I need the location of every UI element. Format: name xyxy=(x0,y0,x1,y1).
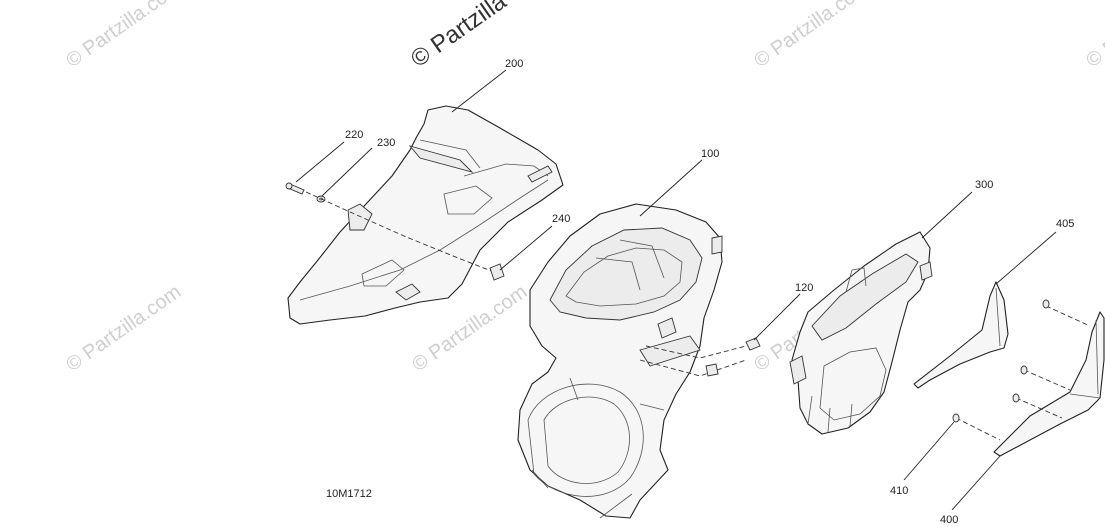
callout-220: 220 xyxy=(345,129,363,141)
callout-400: 400 xyxy=(940,514,958,526)
alignment-line xyxy=(639,345,747,377)
part-410-fastener xyxy=(952,299,1050,423)
callout-100: 100 xyxy=(701,148,719,160)
watermark-text: © Partzilla.com xyxy=(62,0,185,72)
part-200-cover xyxy=(287,105,564,325)
part-100-housing xyxy=(517,203,723,519)
callout-120: 120 xyxy=(795,282,813,294)
diagram-code: 10M1712 xyxy=(326,488,372,500)
watermark-main: © Partzilla xyxy=(406,0,512,73)
callout-200: 200 xyxy=(505,58,523,70)
part-405-panel xyxy=(913,281,1009,389)
alignment-line xyxy=(305,191,495,273)
callout-300: 300 xyxy=(975,179,993,191)
leader-lines xyxy=(295,69,1057,511)
callout-410: 410 xyxy=(890,485,908,497)
watermark-text: © Partzilla.com xyxy=(750,0,873,72)
watermark-text: © Partzilla.com xyxy=(62,281,185,376)
callout-230: 230 xyxy=(377,137,395,149)
watermark-text: © Partzilla.com xyxy=(1082,0,1105,72)
part-220-bolt xyxy=(285,182,305,195)
part-300-airbox xyxy=(789,231,933,435)
part-400-panel xyxy=(993,311,1105,457)
callout-405: 405 xyxy=(1056,218,1074,230)
alignment-line xyxy=(955,305,1091,441)
part-240-clip xyxy=(489,263,505,281)
part-120-screw xyxy=(705,337,761,377)
callout-240: 240 xyxy=(552,213,570,225)
